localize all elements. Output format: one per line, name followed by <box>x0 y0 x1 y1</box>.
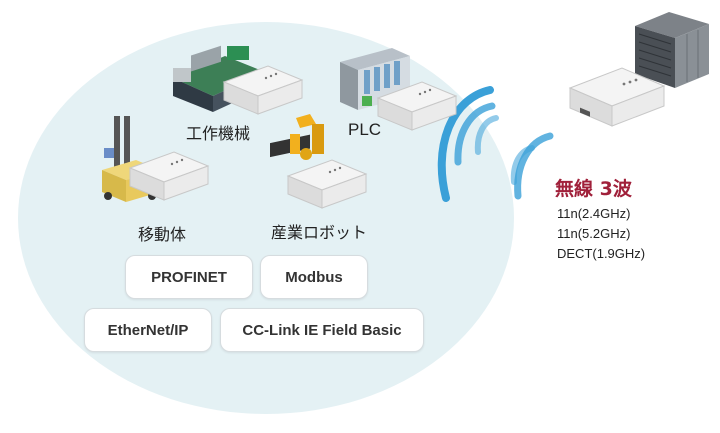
mobile-label: 移動体 <box>138 225 187 244</box>
wireless-band: DECT(1.9GHz) <box>557 246 646 261</box>
protocol-modbus: Modbus <box>260 255 368 299</box>
gateway-device-icon <box>128 151 210 201</box>
protocol-profinet: PROFINET <box>125 255 253 299</box>
access-point-icon <box>568 67 666 127</box>
protocol-ethernet-ip: EtherNet/IP <box>84 308 212 352</box>
gateway-device-icon <box>286 159 368 209</box>
gateway-device-icon <box>222 65 304 115</box>
industrial-robot-icon <box>270 114 324 160</box>
wireless-band: 11n(5.2GHz) <box>557 226 631 241</box>
server-rack-icon <box>635 12 709 88</box>
robot-label: 産業ロボット <box>271 223 368 242</box>
protocol-cc-link: CC-Link IE Field Basic <box>220 308 424 352</box>
plc-label: PLC <box>348 120 382 139</box>
wireless-waves-icon <box>437 86 554 202</box>
machine-tool-label: 工作機械 <box>186 124 251 143</box>
gateway-device-icon <box>376 81 458 131</box>
wireless-title: 無線 3波 <box>555 178 632 200</box>
wireless-band: 11n(2.4GHz) <box>557 206 631 221</box>
